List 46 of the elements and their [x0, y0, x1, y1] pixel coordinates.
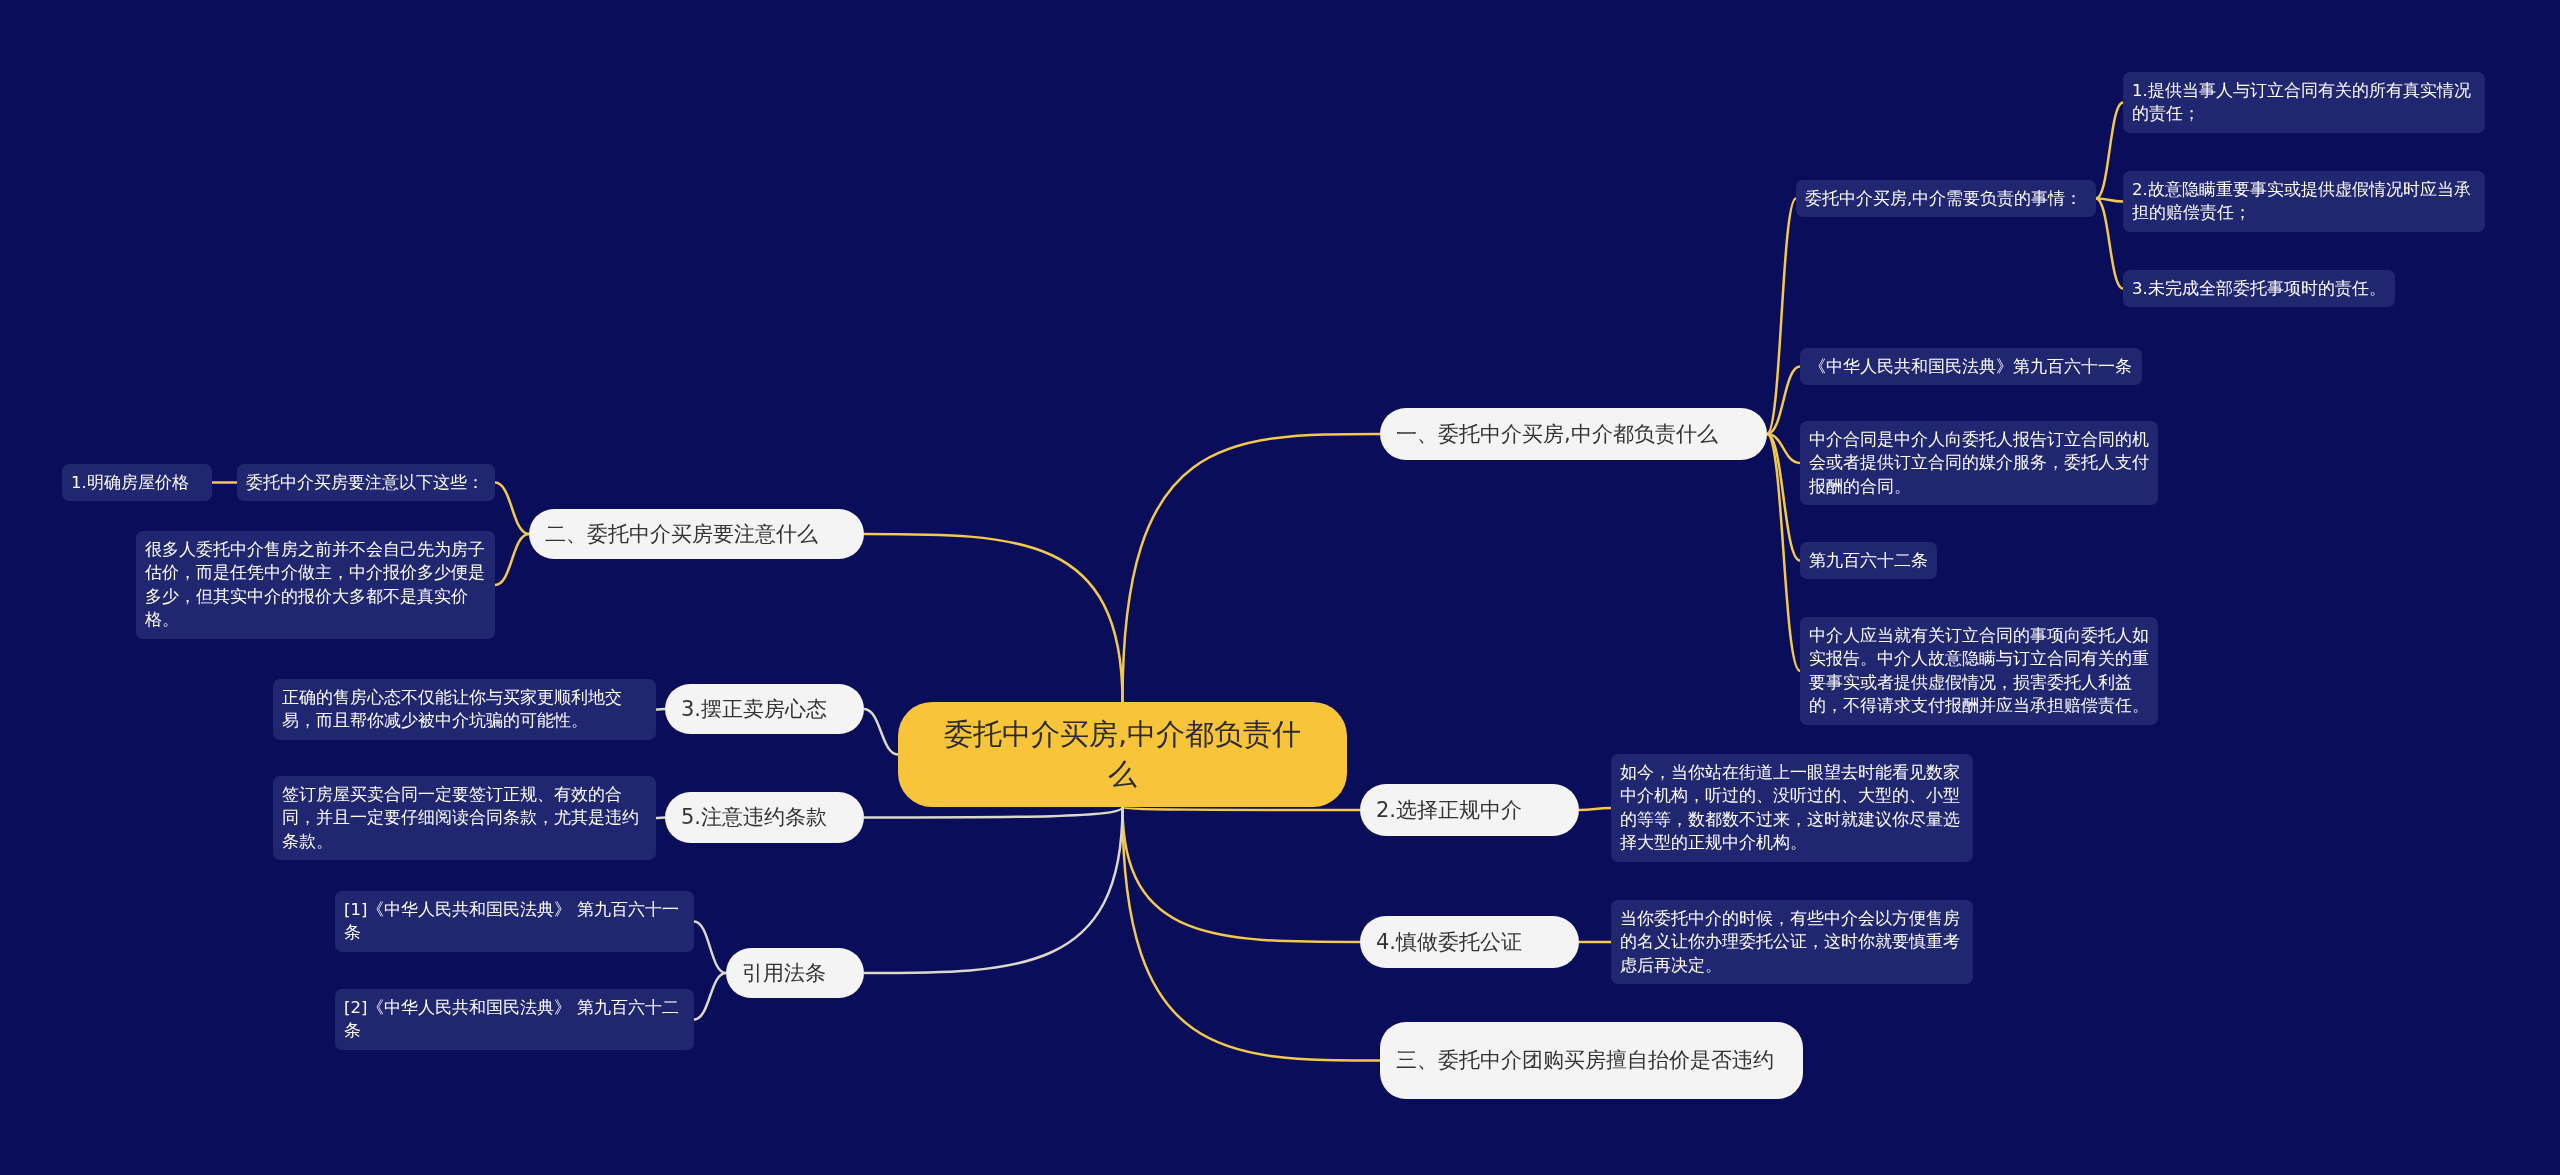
note-box: 1.明确房屋价格	[62, 464, 212, 502]
connector-line	[655, 816, 666, 820]
connector-line	[494, 532, 530, 587]
note-box: 3.未完成全部委托事项时的责任。	[2123, 270, 2395, 308]
connector-line	[863, 707, 899, 756]
topic-pill: 二、委托中介买房要注意什么	[529, 509, 864, 559]
connector-line	[1579, 940, 1611, 944]
note-box: [2]《中华人民共和国民法典》 第九百六十二条	[335, 989, 694, 1050]
note-box: 2.故意隐瞒重要事实或提供虚假情况时应当承担的赔偿责任；	[2123, 171, 2485, 232]
topic-pill: 一、委托中介买房,中介都负责什么	[1380, 408, 1767, 460]
topic-pill: 3.摆正卖房心态	[665, 684, 864, 734]
connector-line	[2095, 197, 2124, 203]
note-box: 中介合同是中介人向委托人报告订立合同的机会或者提供订立合同的媒介服务，委托人支付报酬的合同。	[1800, 421, 2158, 506]
topic-pill: 三、委托中介团购买房擅自抬价是否违约	[1380, 1022, 1803, 1099]
note-box: 《中华人民共和国民法典》第九百六十一条	[1800, 348, 2142, 386]
note-box: [1]《中华人民共和国民法典》 第九百六十一条	[335, 891, 694, 952]
connector-line	[1122, 805, 1360, 812]
connector-line	[1766, 365, 1801, 436]
connector-line	[1766, 197, 1797, 435]
connector-line	[864, 532, 1124, 703]
topic-pill: 引用法条	[726, 948, 864, 998]
connector-line	[494, 481, 530, 536]
note-box: 中介人应当就有关订立合同的事项向委托人如实报告。中介人故意隐瞒与订立合同有关的重要事实或者提供虚假情况，损害委托人利益的，不得请求支付报酬并应当承担赔偿责任。	[1800, 617, 2158, 725]
note-box: 第九百六十二条	[1800, 542, 1937, 580]
topic-pill: 2.选择正规中介	[1360, 784, 1579, 836]
note-box: 委托中介买房要注意以下这些：	[237, 464, 495, 502]
central-topic: 委托中介买房,中介都负责什么	[898, 702, 1347, 807]
connector-line	[212, 481, 237, 484]
note-box: 当你委托中介的时候，有些中介会以方便售房的名义让你办理委托公证，这时你就要慎重考虑后再决定。	[1611, 900, 1973, 985]
note-box: 委托中介买房,中介需要负责的事情：	[1796, 180, 2096, 218]
connector-line	[693, 920, 727, 975]
note-box: 正确的售房心态不仅能让你与买家更顺利地交易，而且帮你减少被中介坑骗的可能性。	[273, 679, 656, 740]
connector-line	[864, 806, 1124, 819]
connector-line	[1579, 806, 1611, 812]
connector-line	[2095, 197, 2124, 290]
connector-line	[693, 971, 727, 1021]
topic-pill: 5.注意违约条款	[665, 792, 864, 843]
topic-pill: 4.慎做委托公证	[1360, 916, 1579, 968]
note-box: 1.提供当事人与订立合同有关的所有真实情况的责任；	[2123, 72, 2485, 133]
note-box: 签订房屋买卖合同一定要签订正规、有效的合同，并且一定要仔细阅读合同条款，尤其是违约条款。	[273, 776, 656, 861]
connector-line	[2095, 101, 2124, 200]
connector-line	[1766, 433, 1801, 672]
connector-line	[864, 806, 1124, 975]
note-box: 很多人委托中介售房之前并不会自己先为房子估价，而是任凭中介做主，中介报价多少便是多少，但其实中介的报价大多都不是真实价格。	[136, 531, 495, 639]
connector-line	[655, 707, 666, 711]
note-box: 如今，当你站在街道上一眼望去时能看见数家中介机构，听过的、没听过的、大型的、小型的等等，数都数不过来，这时就建议你尽量选择大型的正规中介机构。	[1611, 754, 1973, 862]
